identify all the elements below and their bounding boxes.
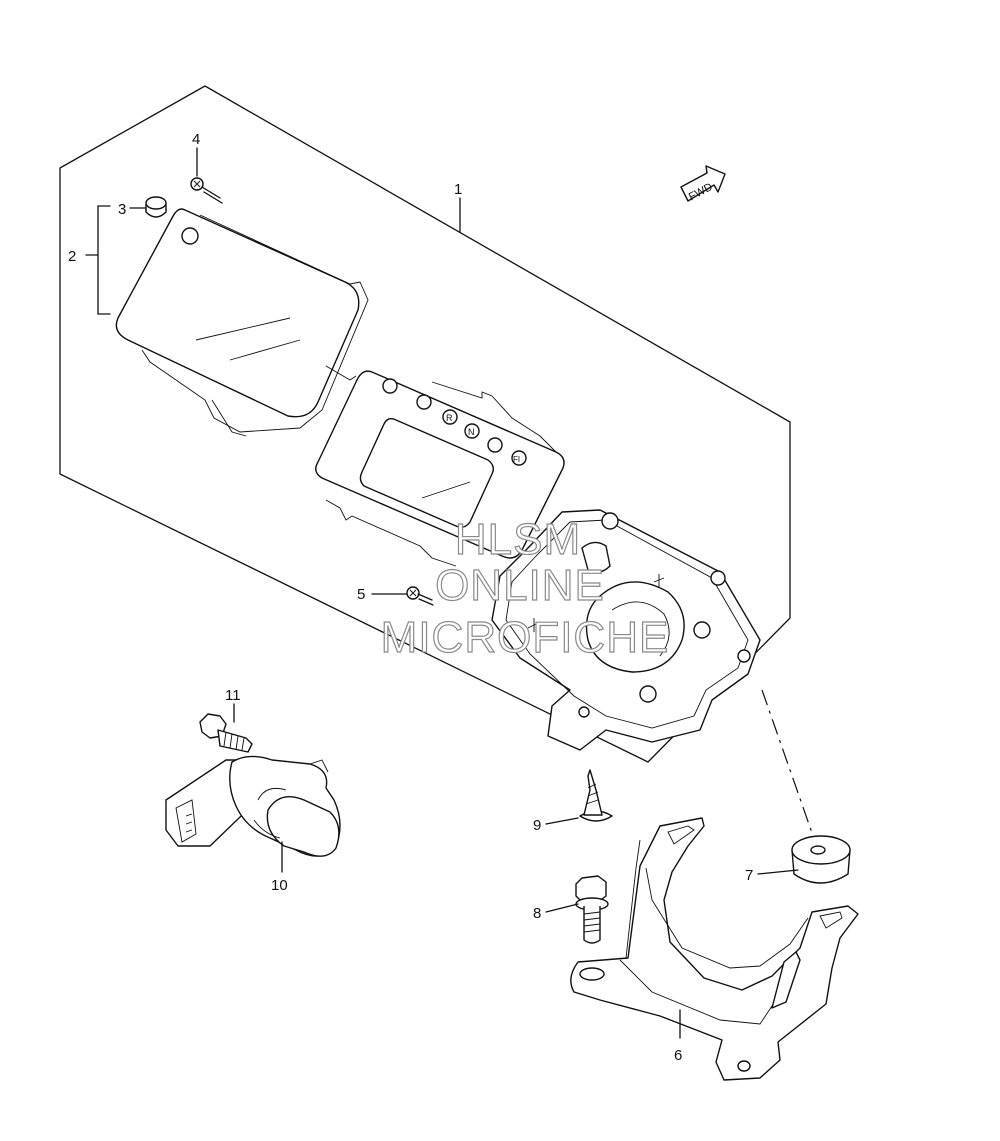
watermark: HLSM ONLINE MICROFICHE xyxy=(380,514,670,662)
indicator-n: N xyxy=(468,427,475,437)
fwd-arrow: FWD xyxy=(680,165,726,203)
callout-5: 5 xyxy=(357,586,365,603)
display-panel: R N FI xyxy=(315,370,565,567)
tapping-screw xyxy=(579,769,613,822)
indicator-fi: FI xyxy=(513,455,520,464)
meter-cover xyxy=(115,208,369,437)
mount-centerline xyxy=(761,689,819,851)
screw-5 xyxy=(406,586,434,606)
rubber-cap xyxy=(145,196,167,218)
callout-1: 1 xyxy=(454,181,462,198)
bolt-11 xyxy=(199,713,253,753)
callout-3: 3 xyxy=(118,201,126,218)
meter-case xyxy=(491,509,761,751)
meter-bracket xyxy=(570,817,859,1081)
watermark-line-2: ONLINE xyxy=(435,561,605,610)
callout-9: 9 xyxy=(533,817,541,834)
callout-6: 6 xyxy=(674,1047,682,1064)
callout-8: 8 xyxy=(533,905,541,922)
grommet xyxy=(791,835,851,884)
screw-4 xyxy=(190,177,223,204)
callout-2: 2 xyxy=(68,248,76,265)
callout-7: 7 xyxy=(745,867,753,884)
leader-lines xyxy=(85,147,799,1039)
callout-11: 11 xyxy=(225,687,241,704)
indicator-r: R xyxy=(446,413,453,423)
watermark-line-3: MICROFICHE xyxy=(381,613,670,662)
bolt-8 xyxy=(575,875,609,944)
watermark-line-1: HLSM xyxy=(455,515,581,564)
callout-4: 4 xyxy=(192,131,200,148)
assembly-boundary xyxy=(59,85,791,763)
speed-sensor xyxy=(165,755,341,857)
callout-10: 10 xyxy=(271,877,288,894)
